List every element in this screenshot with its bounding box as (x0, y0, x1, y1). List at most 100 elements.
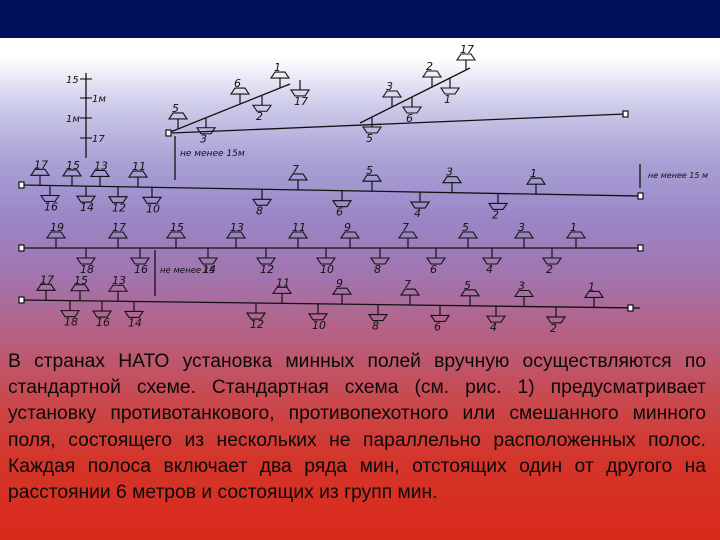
mine-group-row2-bottom: 10 (315, 248, 337, 276)
mine-group-label: 11 (276, 276, 290, 289)
mine-group-label: 15 (74, 274, 88, 287)
mine-group-row2-bottom: 4 (481, 248, 503, 276)
mine-group-label: 9 (336, 277, 343, 290)
mine-group-label: 17 (460, 43, 474, 56)
mine-group-row2-top: 19 (45, 221, 67, 248)
end-marker (18, 181, 25, 189)
mine-group-row3-bottom: 16 (91, 301, 113, 329)
mine-group-tree-main: 5 (167, 102, 189, 129)
mine-group-label: 16 (44, 200, 58, 213)
mine-group-tree-right: 1 (439, 78, 461, 106)
mine-group-label: 6 (406, 112, 413, 125)
mine-group-label: 17 (112, 221, 126, 234)
mine-group-label: 19 (50, 221, 64, 234)
tree-line-main (167, 83, 291, 134)
mine-group-tree-right: 2 (421, 60, 443, 87)
mine-group-row1-bottom: 8 (251, 189, 273, 217)
mine-group-row3-top: 11 (271, 276, 293, 304)
mine-group-label: 6 (234, 77, 241, 90)
mine-group-row1-top: 11 (127, 160, 149, 188)
mine-group-row2-bottom: 14 (197, 248, 219, 276)
mine-group-row2-top: 17 (107, 221, 129, 248)
mine-group-label: 14 (128, 316, 142, 329)
mine-group-tree-right: 6 (401, 97, 423, 125)
mine-group-tree-right: 5 (361, 117, 383, 145)
tree-line-right (359, 67, 471, 124)
mine-group-row2-bottom: 2 (541, 248, 563, 276)
mine-group-label: 5 (462, 221, 469, 234)
mine-group-label: 3 (200, 133, 207, 146)
mine-group-row1-bottom: 16 (39, 185, 61, 213)
mine-group-label: 18 (64, 316, 78, 329)
mine-group-row3-top: 17 (35, 273, 57, 301)
mine-group-label: 2 (426, 60, 433, 73)
mine-group-label: 2 (550, 322, 557, 335)
mine-group-row3-top: 15 (69, 274, 91, 301)
mine-group-label: 16 (134, 263, 148, 276)
tree-left-label: 1м (92, 94, 106, 105)
mine-group-label: 7 (292, 163, 299, 176)
mine-group-row1-bottom: 10 (141, 187, 163, 215)
end-marker (165, 129, 172, 137)
mine-group-label: 15 (66, 159, 80, 172)
mine-group-label: 3 (518, 221, 525, 234)
mine-group-label: 4 (486, 263, 493, 276)
mine-group-row2-bottom: 8 (369, 248, 391, 276)
mine-group-row1-top: 3 (441, 166, 463, 193)
end-marker (622, 110, 629, 118)
mine-group-label: 7 (404, 278, 411, 291)
mine-group-row2-top: 7 (397, 221, 419, 248)
mine-group-label: 13 (230, 221, 244, 234)
mine-group-label: 16 (96, 316, 110, 329)
mine-group-row1-top: 7 (287, 163, 309, 190)
mine-group-row3-bottom: 8 (367, 304, 389, 333)
mine-group-label: 1 (530, 167, 537, 180)
mine-group-label: 6 (430, 263, 437, 276)
mine-group-label: 2 (492, 208, 499, 221)
mine-group-row2-top: 1 (565, 221, 587, 248)
end-marker (18, 244, 25, 252)
mine-group-label: 17 (294, 95, 308, 108)
title-bar (0, 0, 720, 38)
mine-group-label: 9 (344, 221, 351, 234)
mine-group-label: 13 (112, 274, 126, 287)
mine-group-row2-top: 5 (457, 221, 479, 248)
mine-group-label: 14 (80, 201, 94, 214)
mine-group-row2-top: 11 (287, 221, 309, 248)
mine-group-row1-top: 15 (61, 159, 83, 186)
mine-group-label: 10 (312, 319, 326, 332)
strip-3-line (21, 299, 641, 309)
mine-group-row1-bottom: 2 (487, 193, 509, 221)
mine-group-tree-main: 3 (195, 117, 217, 146)
spacing-label: не менее 15 м (648, 171, 708, 180)
mine-group-label: 3 (518, 279, 525, 292)
mine-group-row3-top: 7 (399, 278, 421, 306)
mine-group-row1-bottom: 14 (75, 186, 97, 214)
mine-group-label: 5 (366, 132, 373, 145)
mine-group-row1-top: 5 (361, 164, 383, 192)
mine-group-label: 17 (34, 158, 48, 171)
mine-group-tree-main: 1 (269, 61, 291, 89)
mine-group-row1-top: 17 (29, 158, 51, 186)
mine-group-label: 5 (172, 102, 179, 115)
mine-group-label: 3 (446, 166, 453, 179)
mine-group-row1-bottom: 4 (409, 192, 431, 220)
mine-group-label: 1 (588, 280, 595, 293)
slide-background (0, 38, 720, 540)
tree-left-label: 1м (66, 114, 80, 125)
mine-group-label: 5 (366, 164, 373, 177)
mine-group-tree-right: 3 (381, 80, 403, 107)
mine-group-row1-top: 1 (525, 167, 547, 195)
mine-group-label: 2 (256, 110, 263, 123)
mine-group-row1-bottom: 12 (107, 186, 129, 215)
mine-group-row3-top: 9 (331, 277, 353, 305)
mine-group-label: 12 (112, 202, 126, 215)
mine-group-row3-bottom: 14 (123, 301, 145, 329)
mine-group-label: 12 (250, 318, 264, 331)
end-marker (637, 192, 644, 200)
mine-group-label: 11 (292, 221, 306, 234)
mine-group-label: 6 (434, 320, 441, 333)
mine-group-label: 8 (372, 320, 379, 333)
mine-group-row3-bottom: 2 (545, 306, 567, 335)
mine-group-row3-top: 13 (107, 274, 129, 302)
